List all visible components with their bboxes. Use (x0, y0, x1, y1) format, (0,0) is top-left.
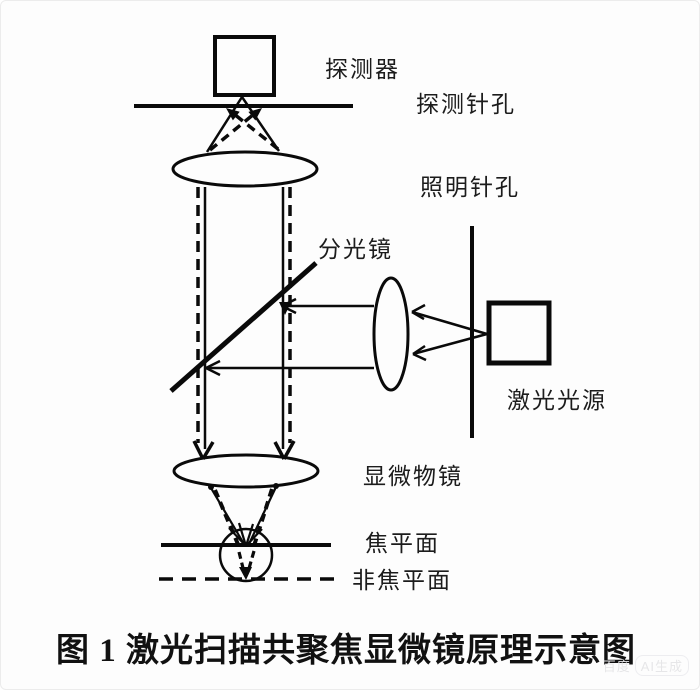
figure-caption: 图 1 激光扫描共聚焦显微镜原理示意图 (56, 633, 636, 669)
collector-lens (171, 150, 319, 188)
illumination-beams (205, 297, 374, 377)
down-arrowhead-non-focal (239, 567, 252, 580)
label-laser-source: 激光光源 (507, 387, 607, 413)
specimen-circle (218, 527, 274, 583)
in-focus-rays-to-detector (205, 96, 281, 153)
label-non-focal-plane: 非焦平面 (352, 567, 452, 593)
objective-lens (172, 453, 320, 490)
label-illumination-pinhole: 照明针孔 (420, 174, 520, 200)
beam-column (192, 187, 296, 460)
watermark-badge: AI生成 (634, 655, 689, 676)
label-objective-lens: 显微物镜 (363, 463, 463, 489)
blocked-out-of-focus-rays (208, 108, 280, 152)
beam-splitter-mirror (169, 261, 318, 393)
watermark: 百度 AI生成 (603, 655, 689, 676)
watermark-brand: 百度 (602, 659, 631, 674)
label-focal-plane: 焦平面 (365, 530, 440, 556)
arrowhead-up-left (226, 108, 240, 121)
down-arrowhead-left (192, 440, 215, 460)
laser-rays (411, 303, 488, 362)
out-of-focus-cone (213, 488, 274, 580)
label-detection-pinhole: 探测针孔 (416, 91, 516, 117)
label-beam-splitter: 分光镜 (318, 236, 393, 262)
detector-box (213, 35, 276, 97)
arrowhead-up-right (248, 108, 262, 121)
illumination-lens (372, 276, 410, 392)
label-detector: 探测器 (325, 56, 400, 82)
laser-source-box (486, 300, 552, 366)
